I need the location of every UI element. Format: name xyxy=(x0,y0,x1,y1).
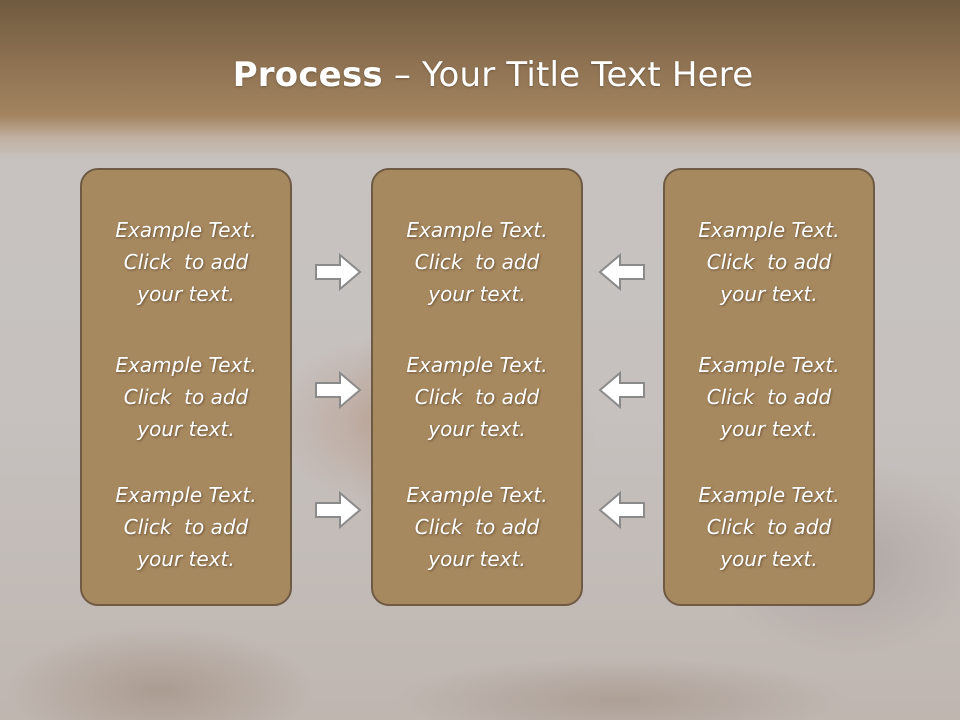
text-line: your text. xyxy=(428,282,526,306)
text-block[interactable]: Example Text. Click to add your text. xyxy=(82,214,290,310)
title-band xyxy=(0,0,960,160)
arrow-left-icon[interactable] xyxy=(598,252,646,292)
arrow-left-icon[interactable] xyxy=(598,370,646,410)
arrow-right-icon[interactable] xyxy=(314,252,362,292)
text-line: Example Text. xyxy=(115,218,257,242)
text-block[interactable]: Example Text. Click to add your text. xyxy=(665,479,873,575)
text-line: your text. xyxy=(720,417,818,441)
arrow-right-icon[interactable] xyxy=(314,490,362,530)
text-line: your text. xyxy=(137,547,235,571)
text-line: Click to add xyxy=(706,515,832,539)
slide-title[interactable]: Process – Your Title Text Here xyxy=(0,52,960,98)
left-column-box[interactable]: Example Text. Click to add your text. Ex… xyxy=(80,168,292,606)
text-line: your text. xyxy=(428,547,526,571)
text-line: Click to add xyxy=(123,515,249,539)
text-line: Example Text. xyxy=(698,353,840,377)
text-line: Example Text. xyxy=(698,218,840,242)
title-rest: – Your Title Text Here xyxy=(382,55,754,95)
text-block[interactable]: Example Text. Click to add your text. xyxy=(373,349,581,445)
arrow-left-icon[interactable] xyxy=(598,490,646,530)
text-line: your text. xyxy=(720,547,818,571)
text-block[interactable]: Example Text. Click to add your text. xyxy=(665,214,873,310)
text-line: Example Text. xyxy=(115,483,257,507)
text-block[interactable]: Example Text. Click to add your text. xyxy=(82,479,290,575)
text-line: Example Text. xyxy=(406,353,548,377)
right-column-box[interactable]: Example Text. Click to add your text. Ex… xyxy=(663,168,875,606)
text-line: Click to add xyxy=(706,250,832,274)
arrow-right-icon[interactable] xyxy=(314,370,362,410)
text-line: Click to add xyxy=(706,385,832,409)
text-line: Click to add xyxy=(414,515,540,539)
text-line: Example Text. xyxy=(406,218,548,242)
text-line: Click to add xyxy=(123,250,249,274)
text-block[interactable]: Example Text. Click to add your text. xyxy=(373,214,581,310)
text-block[interactable]: Example Text. Click to add your text. xyxy=(373,479,581,575)
title-bold: Process xyxy=(232,55,383,95)
text-line: your text. xyxy=(137,417,235,441)
text-line: Click to add xyxy=(414,250,540,274)
text-line: your text. xyxy=(137,282,235,306)
text-line: Click to add xyxy=(414,385,540,409)
middle-column-box[interactable]: Example Text. Click to add your text. Ex… xyxy=(371,168,583,606)
text-line: your text. xyxy=(428,417,526,441)
text-line: Example Text. xyxy=(115,353,257,377)
text-line: your text. xyxy=(720,282,818,306)
text-line: Click to add xyxy=(123,385,249,409)
text-line: Example Text. xyxy=(698,483,840,507)
text-block[interactable]: Example Text. Click to add your text. xyxy=(665,349,873,445)
text-line: Example Text. xyxy=(406,483,548,507)
text-block[interactable]: Example Text. Click to add your text. xyxy=(82,349,290,445)
